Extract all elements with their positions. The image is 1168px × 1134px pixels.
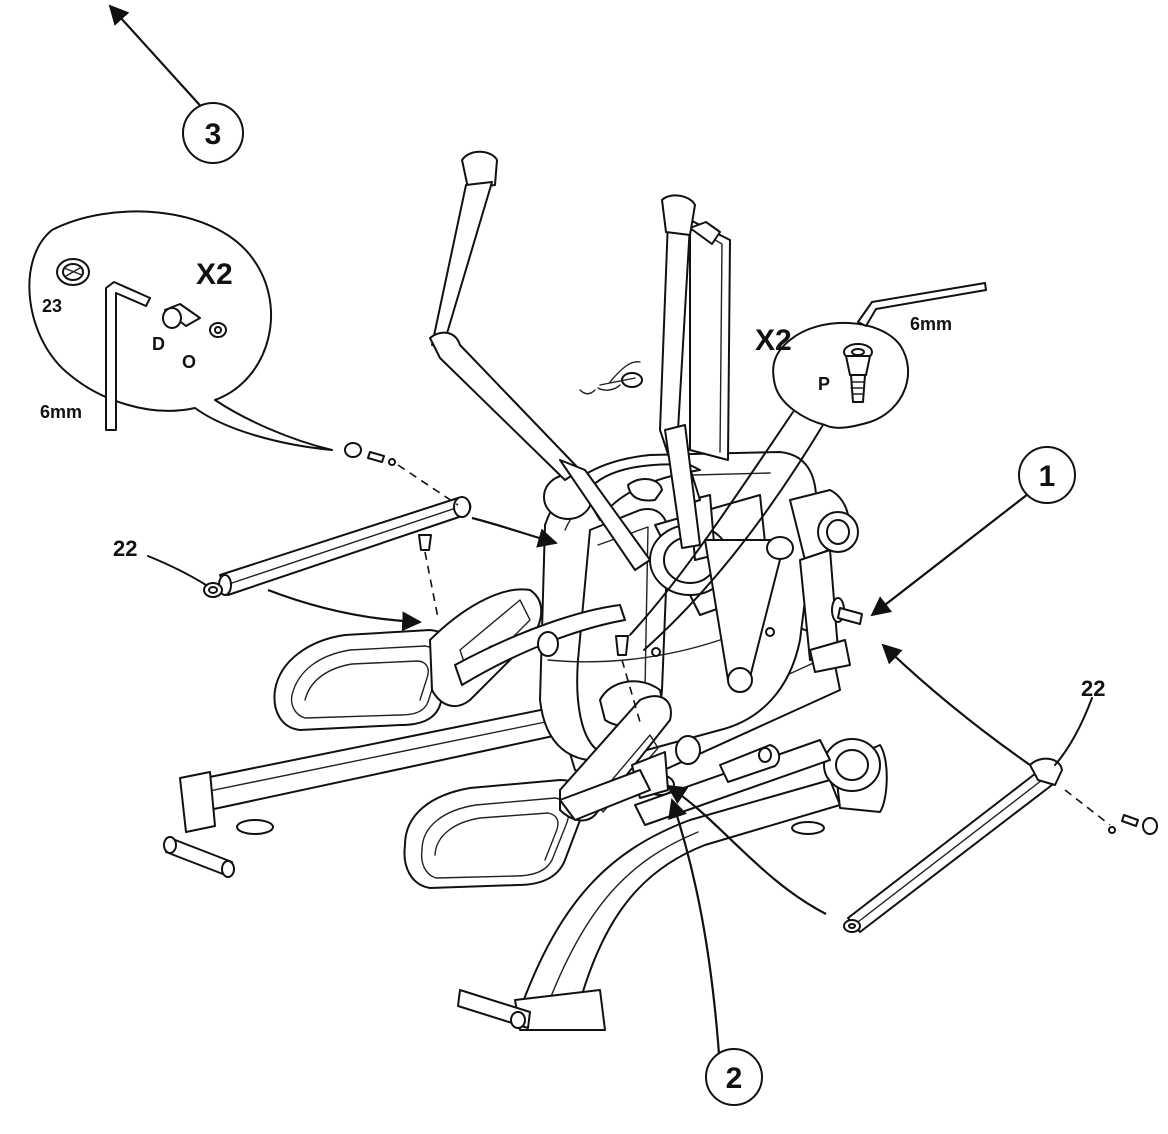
left-hardware [344, 442, 459, 506]
step-label: 3 [205, 118, 222, 151]
console-mast [689, 219, 731, 461]
allen-key-icon [857, 282, 987, 327]
right-handlebar [579, 194, 701, 549]
step-callout-3: 3 [182, 102, 244, 164]
bolt-icon [1121, 814, 1139, 827]
left-pedal [273, 588, 626, 731]
step-callout-2: 2 [705, 1048, 763, 1106]
right-pivot-shaft [837, 607, 863, 625]
end-cap-icon [344, 442, 362, 458]
front-hub [789, 489, 859, 673]
step-label: 2 [726, 1062, 743, 1095]
step-label: 1 [1039, 460, 1056, 493]
washer-icon [209, 322, 227, 338]
bolt-icon [162, 303, 201, 329]
right-pedal [403, 695, 701, 889]
left-arm-label: 22 [113, 536, 137, 561]
detail-bubble-right: X2 6mm P [755, 282, 987, 429]
detail-bubble-left: 23 D O X2 6mm [28, 210, 333, 451]
pivot-bolts [418, 534, 641, 723]
wire-harness [597, 361, 641, 391]
left-arm-part [203, 496, 472, 598]
washer-icon [388, 458, 396, 466]
washer-icon [1108, 826, 1116, 834]
tool-size-label: 6mm [40, 402, 82, 422]
right-arm-label: 22 [1081, 676, 1105, 701]
cap-part-label: 23 [42, 296, 62, 316]
pivot-bolt-label: P [818, 374, 830, 394]
quantity-label: X2 [755, 324, 792, 357]
tool-size-label: 6mm [910, 314, 952, 334]
end-cap-icon [1142, 817, 1158, 835]
elliptical-machine [163, 150, 888, 1031]
left-handlebar [429, 150, 651, 571]
washer-part-label: O [182, 352, 196, 372]
crank-arm [704, 536, 794, 693]
assembly-arrows [108, 4, 1093, 1069]
end-cap-icon [56, 258, 90, 286]
bolt-icon [843, 343, 873, 403]
right-arm-part [843, 757, 1063, 933]
bolt-icon [367, 451, 385, 463]
bolt-part-label: D [152, 334, 165, 354]
right-hardware [1064, 789, 1158, 835]
step-callout-1: 1 [1018, 446, 1076, 504]
rear-stabilizer [163, 699, 601, 878]
allen-key-icon [105, 281, 151, 431]
quantity-label: X2 [196, 258, 233, 291]
